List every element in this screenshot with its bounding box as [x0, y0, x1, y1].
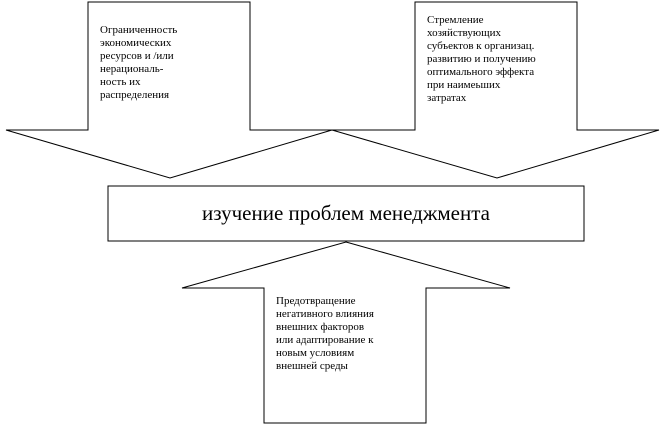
right-down-arrow	[331, 1, 660, 179]
center-box	[107, 185, 585, 242]
right-arrow-label: Стремление хозяйствующих субъектов к орг…	[427, 14, 536, 104]
center-box-title: изучение проблем менеджмента	[202, 201, 490, 225]
bottom-up-arrow	[181, 241, 511, 424]
bottom-arrow-label: Предотвращение негативного влияния внешн…	[276, 295, 374, 372]
left-arrow-label: Ограниченность экономических ресурсов и …	[100, 24, 178, 101]
left-down-arrow	[5, 1, 333, 179]
